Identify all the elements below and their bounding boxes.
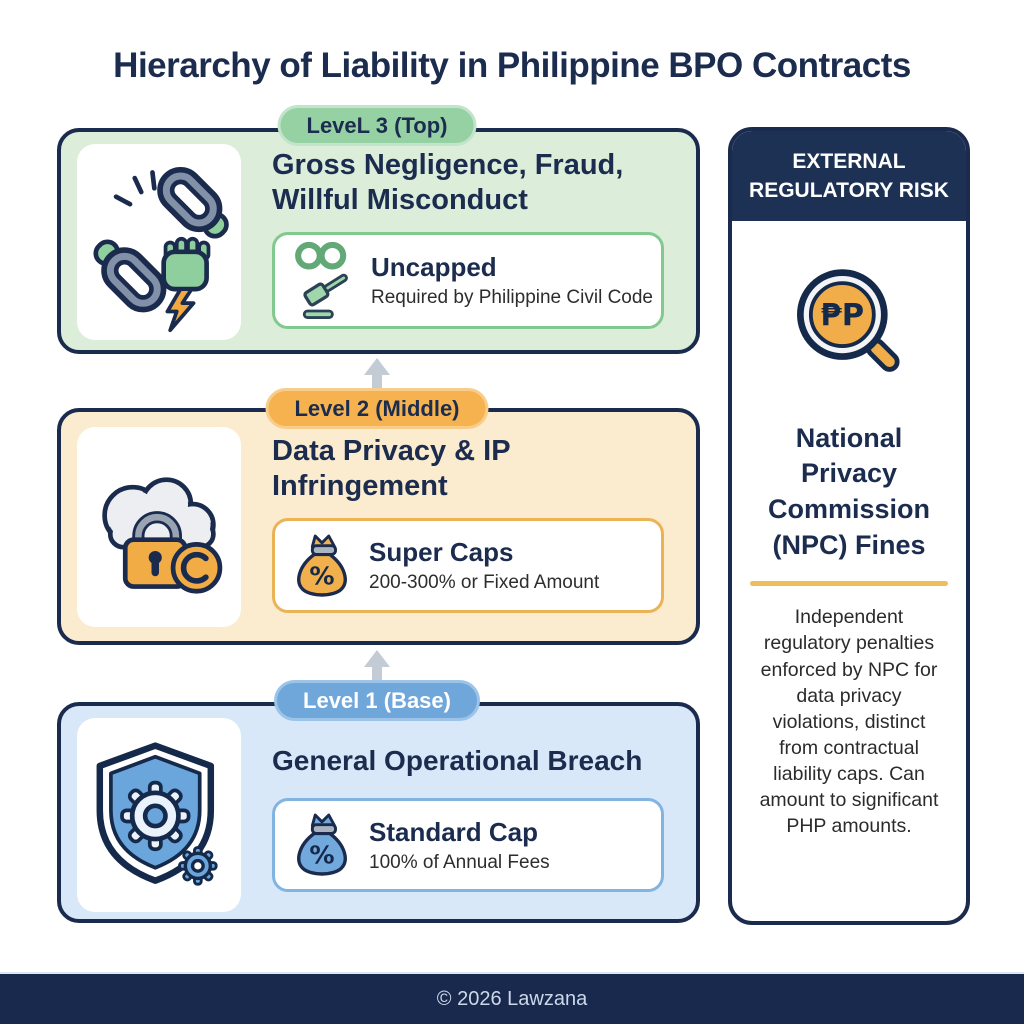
level-2-box: Data Privacy & IP Infringement % Super C…: [57, 408, 700, 645]
level-1-cap-box: % Standard Cap 100% of Annual Fees: [272, 798, 664, 892]
level-3-cap-box: Uncapped Required by Philippine Civil Co…: [272, 232, 664, 329]
up-arrow-stem: [372, 666, 382, 681]
level-3-badge: LeveL 3 (Top): [277, 105, 477, 146]
money-bag-percent-icon: %: [293, 812, 351, 878]
level-1-badge: Level 1 (Base): [274, 680, 480, 721]
external-regulatory-risk-panel: EXTERNAL REGULATORY RISK ₱P National Pri…: [728, 127, 970, 925]
level-3-cap-title: Uncapped: [371, 252, 497, 282]
page-title: Hierarchy of Liability in Philippine BPO…: [113, 46, 911, 85]
percent-symbol: %: [309, 561, 334, 590]
level-1-cap-subtitle: 100% of Annual Fees: [369, 851, 550, 873]
level-2-badge: Level 2 (Middle): [265, 388, 489, 429]
percent-symbol: %: [309, 840, 334, 869]
up-arrow-icon: [364, 650, 390, 667]
up-arrow-icon: [364, 358, 390, 375]
sidebar-divider: [750, 581, 948, 587]
level-2-cap-box: % Super Caps 200-300% or Fixed Amount: [272, 518, 664, 613]
copyright-text: © 2026 Lawzana: [436, 988, 588, 1010]
level-2-heading: Data Privacy & IP Infringement: [272, 435, 511, 503]
footer-bar: © 2026 Lawzana: [0, 972, 1024, 1024]
level-1-icon-tile: [77, 718, 241, 912]
level-3-box: Gross Negligence, Fraud, Willful Miscond…: [57, 128, 700, 354]
level-1-heading: General Operational Breach: [272, 745, 643, 776]
sidebar-header: EXTERNAL REGULATORY RISK: [732, 131, 966, 221]
level-2-icon-tile: [77, 427, 241, 627]
sidebar-description: Independent regulatory penalties enforce…: [759, 606, 939, 838]
level-2-cap-title: Super Caps: [369, 537, 514, 567]
sidebar-title: National Privacy Commission (NPC) Fines: [767, 422, 931, 560]
broken-chain-fist-lightning-icon: [93, 166, 229, 333]
level-2-cap-subtitle: 200-300% or Fixed Amount: [369, 572, 600, 593]
money-bag-percent-icon: %: [293, 533, 351, 599]
cloud-lock-copyright-icon: [102, 476, 223, 594]
infinity-gavel-icon: [293, 241, 353, 321]
level-3-heading: Gross Negligence, Fraud, Willful Miscond…: [272, 149, 624, 217]
level-1-cap-title: Standard Cap: [369, 816, 539, 847]
level-1-box: General Operational Breach % Standard Ca…: [57, 702, 700, 923]
peso-symbol: ₱P: [821, 298, 865, 333]
shield-gears-icon: [96, 742, 218, 886]
level-3-cap-subtitle: Required by Philippine Civil Code: [371, 287, 653, 308]
up-arrow-stem: [372, 374, 382, 389]
level-3-icon-tile: [77, 144, 241, 340]
peso-magnifier-icon: ₱P: [797, 269, 900, 372]
